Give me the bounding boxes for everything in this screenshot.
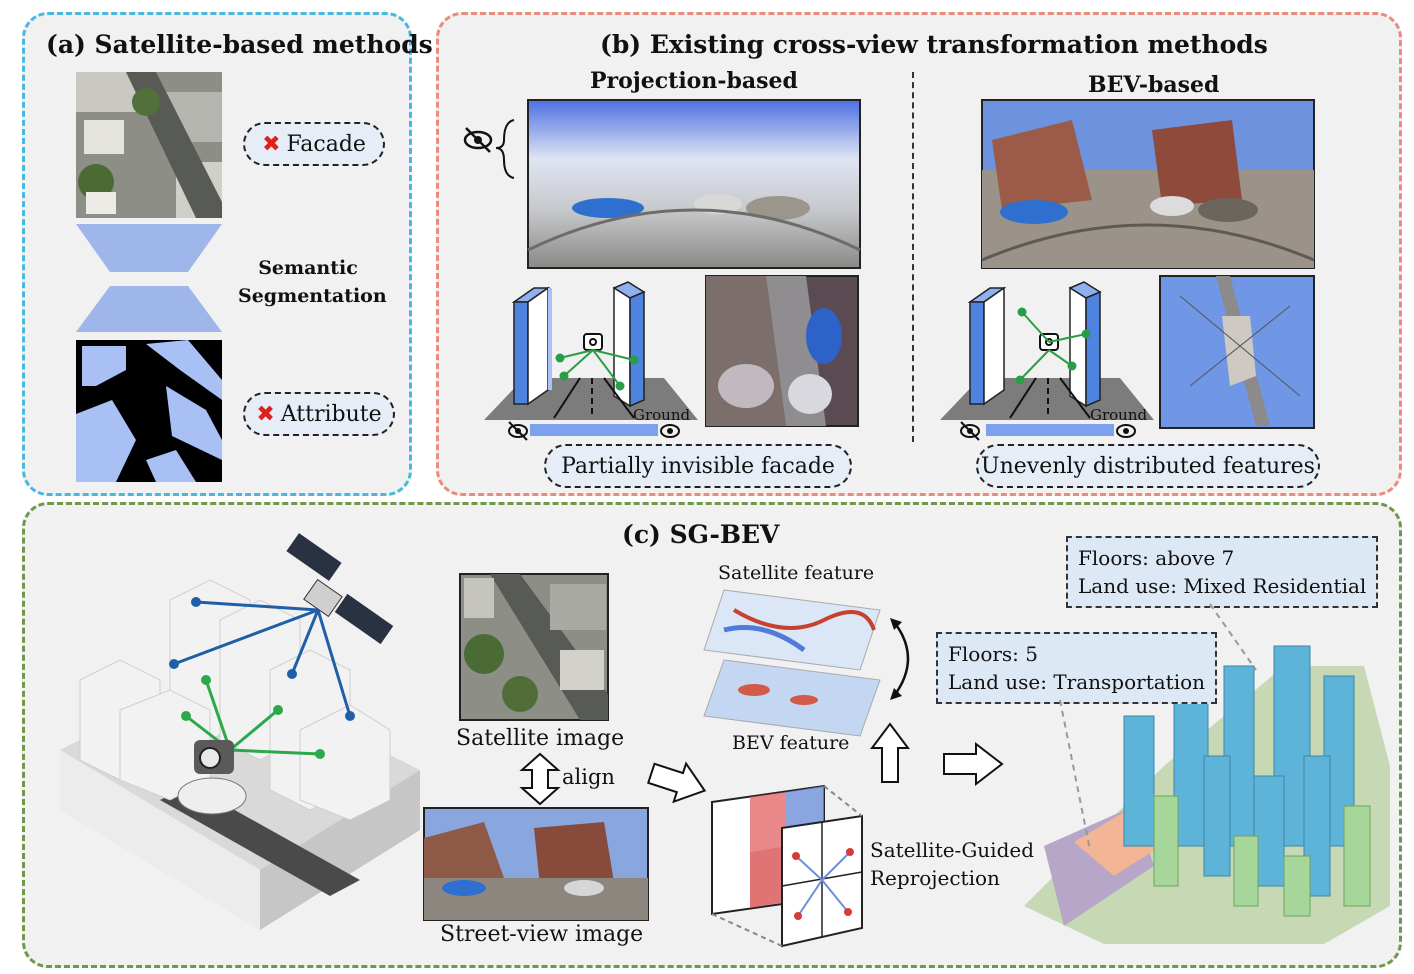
building-diagram-projection (484, 281, 698, 436)
info-land-use-transportation: Land use: Transportation (948, 670, 1206, 694)
align-label: align (562, 765, 615, 789)
info-floors-above-7: Floors: above 7 (1078, 546, 1235, 570)
reprojection-label: Satellite-Guided Reprojection (870, 838, 1035, 890)
satellite-image-c (459, 573, 609, 721)
projected-street-image (705, 275, 859, 427)
eye-slash-icon (508, 421, 528, 441)
bev-feature-label: BEV feature (732, 732, 850, 754)
info-box-transportation: Floors: 5 Land use: Transportation (936, 632, 1218, 704)
cross-icon: ✖ (256, 401, 275, 427)
eye-slash-icon (463, 119, 515, 179)
info-land-use-residential: Land use: Mixed Residential (1078, 574, 1367, 598)
pill-attribute-label: Attribute (280, 401, 382, 427)
eye-slash-icon (960, 421, 980, 441)
ground-label-projection: Ground (633, 406, 691, 424)
satellite-icon (286, 533, 394, 645)
info-box-residential: Floors: above 7 Land use: Mixed Resident… (1066, 536, 1379, 608)
caption-bev-text: Unevenly distributed features (981, 453, 1315, 479)
segmentation-funnel (76, 224, 222, 332)
panorama-bev (981, 99, 1315, 269)
building-diagram-bev (940, 281, 1154, 436)
street-view-label: Street-view image (440, 922, 644, 947)
panorama-projection (527, 99, 861, 269)
semantic-segmentation-label: Semantic Segmentation (238, 257, 387, 307)
feature-layers (703, 589, 881, 737)
bev-based-title: BEV-based (1088, 72, 1220, 98)
right-arrow-icon (647, 761, 707, 804)
city-3d-result (1024, 645, 1390, 944)
city-satellite-illustration (60, 533, 420, 930)
segmentation-mask (76, 340, 222, 482)
up-arrow-icon (870, 722, 910, 783)
cross-icon: ✖ (262, 131, 281, 157)
street-view-image (423, 807, 649, 921)
projection-based-title: Projection-based (590, 68, 798, 94)
panel-a-title: (a) Satellite-based methods (46, 30, 433, 59)
pill-attribute: ✖ Attribute (243, 392, 395, 436)
leader-lines (1059, 603, 1257, 851)
cycle-arrow-icon (890, 618, 910, 700)
align-arrow-icon (519, 752, 561, 806)
reprojection-grid (711, 784, 863, 948)
pill-facade-label: Facade (286, 131, 366, 157)
satellite-image-label: Satellite image (456, 726, 625, 751)
right-arrow-icon (943, 741, 1004, 787)
caption-projection: Partially invisible facade (544, 444, 852, 488)
caption-projection-text: Partially invisible facade (561, 453, 835, 479)
satellite-image-a (76, 72, 222, 218)
ground-label-bev: Ground (1090, 406, 1148, 424)
info-floors-5: Floors: 5 (948, 642, 1038, 666)
caption-bev: Unevenly distributed features (976, 444, 1320, 488)
satellite-feature-label: Satellite feature (718, 562, 875, 584)
bev-feature-image (1159, 275, 1315, 429)
eye-icon (660, 424, 680, 438)
divider (912, 72, 914, 442)
pill-facade: ✖ Facade (243, 122, 385, 166)
panel-b-title: (b) Existing cross-view transformation m… (600, 30, 1268, 59)
eye-icon (1116, 424, 1136, 438)
panel-c-title: (c) SG-BEV (622, 520, 780, 549)
visibility-scale-bev (960, 421, 1136, 441)
visibility-scale-projection (508, 421, 680, 441)
